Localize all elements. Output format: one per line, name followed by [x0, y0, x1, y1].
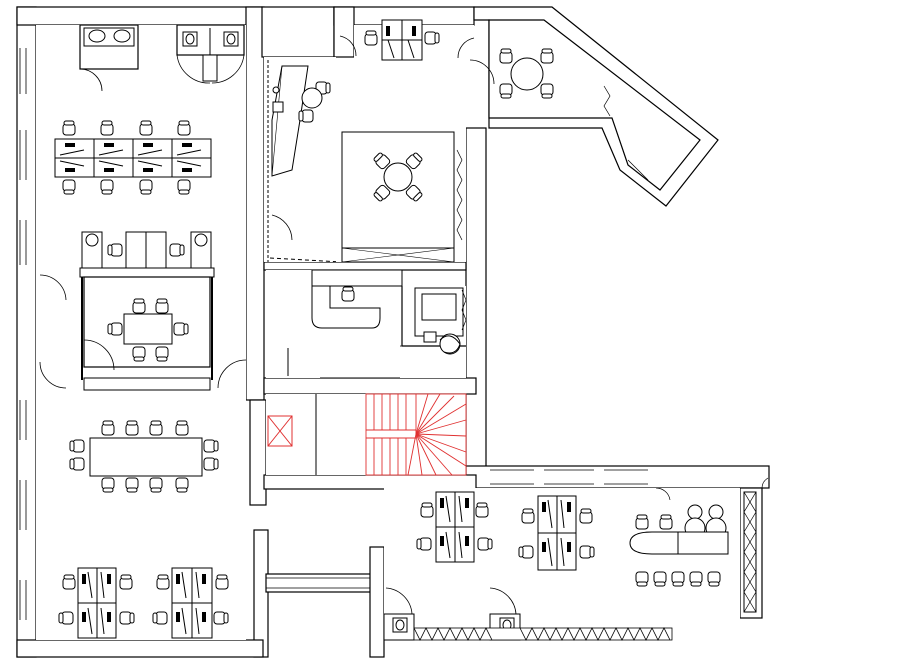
radiator-strip	[413, 627, 673, 641]
bar-counter	[629, 491, 757, 613]
wall-center-v3	[253, 529, 269, 658]
stairwell	[266, 393, 467, 476]
meeting-room-east	[469, 48, 649, 181]
meeting-table-6	[39, 274, 247, 391]
wc-fixtures-2	[176, 24, 245, 84]
planter-desk-row	[79, 231, 215, 278]
desk-cluster-6	[518, 495, 595, 571]
wall-west	[16, 6, 37, 658]
kitchen	[264, 57, 343, 263]
wc-fixtures	[79, 24, 139, 92]
reception	[266, 269, 425, 379]
conference-table-14	[69, 420, 219, 493]
wall-east-v	[465, 127, 487, 477]
open-office-south	[383, 469, 769, 641]
corridor	[266, 577, 370, 589]
wall-center-v	[245, 6, 265, 401]
walls	[16, 6, 770, 658]
wall-south-west	[16, 639, 264, 658]
meeting-room-center	[336, 120, 466, 263]
wall-south-mid	[265, 573, 379, 593]
wall-stair-bottom	[263, 474, 477, 490]
desk-cluster-8	[152, 567, 229, 639]
lounge	[401, 286, 467, 378]
stair	[365, 393, 467, 476]
wall-stair-top	[263, 377, 477, 395]
wall-center-mid	[263, 261, 467, 271]
desk-cluster-6	[416, 491, 493, 563]
wall-north-1	[16, 6, 263, 26]
office-north	[339, 19, 475, 120]
wall-north-notch	[333, 6, 355, 58]
open-office-west	[19, 24, 247, 640]
wall-se-north	[465, 465, 770, 489]
desk-cluster-8	[54, 120, 212, 195]
wall-north-2	[261, 6, 335, 58]
desk-cluster-8	[58, 567, 135, 639]
wall-south-v	[369, 546, 385, 658]
